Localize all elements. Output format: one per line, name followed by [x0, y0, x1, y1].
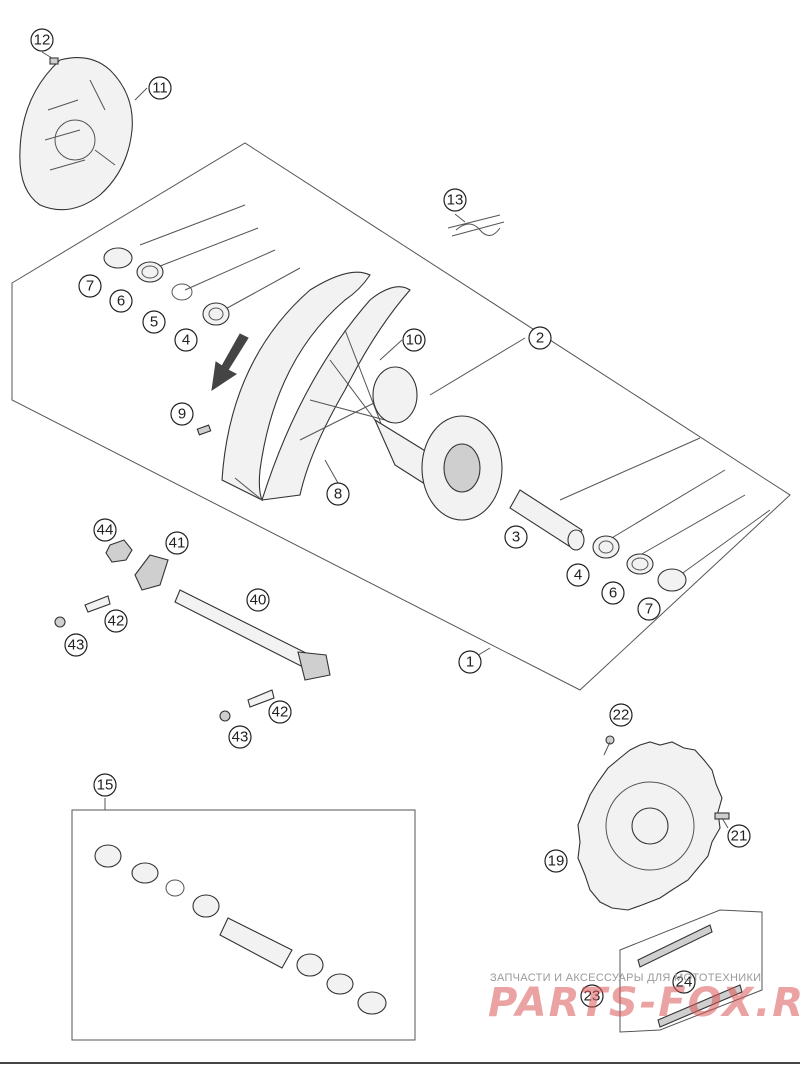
bearing-kit-box [71, 798, 416, 1041]
callout-4-right: 4 [566, 563, 590, 587]
callout-4-left: 4 [174, 328, 198, 352]
callout-3: 3 [504, 525, 528, 549]
distance-sleeve [509, 489, 585, 551]
callout-12: 12 [30, 28, 54, 52]
svg-text:4: 4 [574, 567, 582, 584]
svg-text:12: 12 [34, 32, 51, 49]
callout-40: 40 [246, 588, 270, 612]
callout-19: 19 [544, 849, 568, 873]
svg-text:7: 7 [86, 278, 94, 295]
disc-bolt [49, 57, 59, 65]
svg-text:6: 6 [117, 293, 125, 310]
svg-text:42: 42 [272, 704, 289, 721]
callout-leaders [41, 51, 729, 829]
svg-text:23: 23 [584, 988, 601, 1005]
svg-text:7: 7 [645, 601, 653, 618]
svg-text:2: 2 [536, 330, 544, 347]
chain-adjuster-left [134, 554, 169, 591]
svg-text:13: 13 [447, 192, 464, 209]
adjuster-nut-upper [54, 616, 66, 628]
svg-text:43: 43 [232, 729, 249, 746]
svg-text:15: 15 [97, 777, 114, 794]
svg-text:42: 42 [108, 613, 125, 630]
callout-44: 44 [93, 518, 117, 542]
callout-21: 21 [727, 824, 751, 848]
right-bearing [592, 535, 620, 559]
svg-text:40: 40 [250, 592, 267, 609]
callout-43-lower: 43 [228, 725, 252, 749]
callout-11: 11 [148, 76, 172, 100]
sprocket-nut [605, 735, 615, 745]
spoke-nipple [196, 424, 212, 436]
left-spacer [103, 247, 133, 269]
svg-text:6: 6 [609, 585, 617, 602]
rotation-direction-arrow [211, 333, 249, 392]
hub [372, 366, 503, 521]
svg-text:3: 3 [512, 529, 520, 546]
callout-7-left: 7 [78, 274, 102, 298]
svg-text:19: 19 [548, 853, 565, 870]
callout-6-left: 6 [109, 289, 133, 313]
svg-text:8: 8 [334, 486, 342, 503]
callout-5: 5 [142, 310, 166, 334]
rear-sprocket [577, 741, 723, 911]
callout-42-lower: 42 [268, 700, 292, 724]
callout-13: 13 [443, 188, 467, 212]
wheel-axle [174, 589, 331, 681]
left-seal [136, 261, 164, 283]
callout-41: 41 [165, 531, 189, 555]
callout-42-upper: 42 [104, 609, 128, 633]
left-bearing [202, 302, 230, 326]
svg-text:9: 9 [178, 406, 186, 423]
callout-24: 24 [672, 970, 696, 994]
svg-text:11: 11 [152, 80, 168, 97]
callout-1: 1 [458, 650, 482, 674]
rim-tape [447, 214, 505, 237]
svg-text:22: 22 [613, 707, 630, 724]
brake-disc [19, 57, 133, 211]
bottom-border [0, 1062, 800, 1064]
axle-nut [105, 539, 133, 563]
callout-7-right: 7 [637, 597, 661, 621]
callout-10: 10 [402, 328, 426, 352]
svg-text:4: 4 [182, 332, 190, 349]
svg-text:44: 44 [97, 522, 114, 539]
svg-text:10: 10 [406, 332, 423, 349]
callout-15: 15 [93, 773, 117, 797]
sprocket-bolt [714, 812, 730, 820]
watermark-tagline: ЗАПЧАСТИ И АКСЕССУАРЫ ДЛЯ МОТОТЕХНИКИ [490, 972, 762, 984]
svg-text:1: 1 [466, 654, 474, 671]
svg-text:21: 21 [731, 828, 748, 845]
adjuster-screw-upper [84, 595, 111, 613]
adjuster-screw-lower [247, 689, 275, 708]
svg-text:43: 43 [68, 637, 85, 654]
adjuster-nut-lower [219, 710, 231, 722]
circlip [171, 283, 193, 301]
callout-6-right: 6 [601, 581, 625, 605]
chain-box [619, 909, 763, 1033]
callout-8: 8 [326, 482, 350, 506]
callout-23: 23 [580, 984, 604, 1008]
rim [221, 271, 411, 502]
svg-text:24: 24 [676, 974, 693, 991]
callout-22: 22 [609, 703, 633, 727]
right-seal [626, 553, 654, 575]
callout-9: 9 [170, 402, 194, 426]
callout-43-upper: 43 [64, 633, 88, 657]
wheel-assembly-outline [11, 142, 791, 691]
callout-2: 2 [528, 326, 552, 350]
watermark-logo: PARTS-FOX.RU [488, 980, 800, 1026]
right-spacer [657, 568, 687, 592]
svg-text:41: 41 [169, 535, 186, 552]
svg-text:5: 5 [150, 314, 158, 331]
